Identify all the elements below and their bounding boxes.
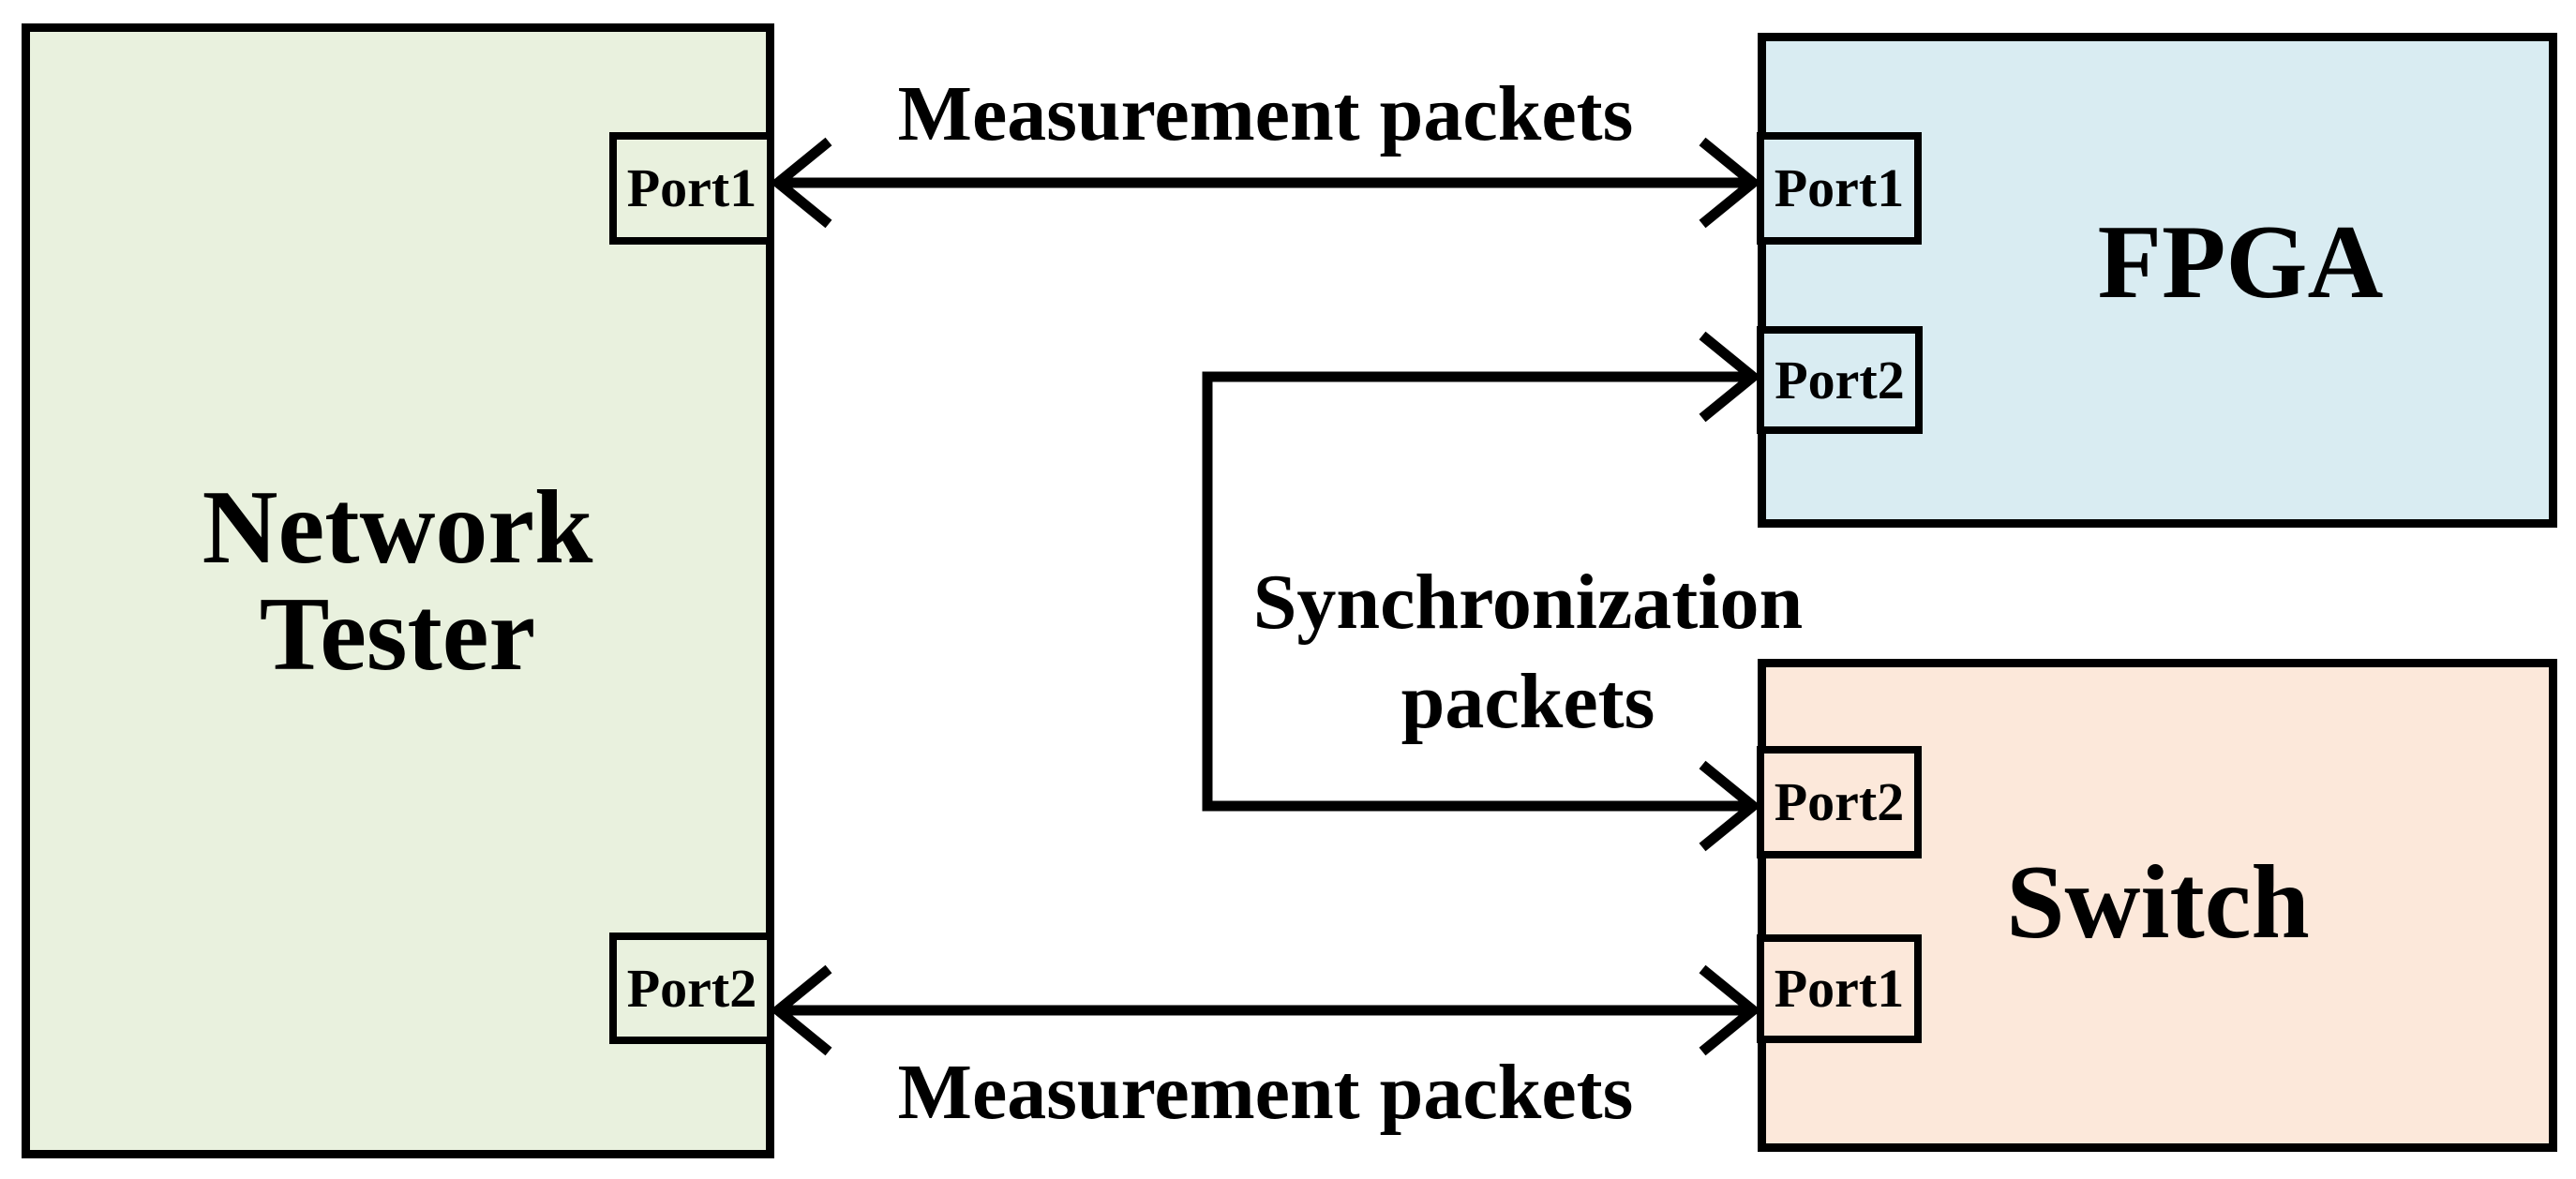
port-label: Port2: [626, 957, 757, 1019]
arrowhead-right-icon: [1699, 137, 1761, 229]
switch-port1: Port1: [1757, 934, 1922, 1043]
arrowhead-left-icon: [770, 137, 832, 229]
network-tester-port1: Port1: [609, 132, 774, 245]
top-measurement-label: Measurement packets: [897, 70, 1634, 157]
fpga-port1: Port1: [1757, 132, 1922, 245]
switch-label: Switch: [2006, 844, 2310, 961]
network-tester-port2: Port2: [609, 933, 774, 1044]
fpga-label: FPGA: [2097, 204, 2384, 321]
port-label: Port1: [626, 157, 757, 218]
fpga-port2: Port2: [1757, 326, 1923, 434]
arrowhead-right-icon: [1699, 331, 1761, 423]
arrowhead-right-icon: [1699, 964, 1761, 1056]
bottom-measurement-arrow: [770, 964, 1761, 1056]
arrowhead-right-icon: [1699, 760, 1761, 852]
port-label: Port2: [1774, 771, 1905, 832]
port-label: Port2: [1775, 349, 1905, 410]
fpga-box: [1758, 33, 2557, 528]
switch-port2: Port2: [1757, 746, 1922, 858]
switch-box: [1758, 659, 2557, 1152]
port-label: Port1: [1774, 958, 1905, 1019]
port-label: Port1: [1774, 157, 1905, 218]
synchronization-label: Synchronization packets: [1252, 559, 1804, 745]
arrowhead-left-icon: [770, 964, 832, 1056]
network-tester-label: Network Tester: [202, 470, 593, 693]
bottom-measurement-label: Measurement packets: [897, 1049, 1634, 1136]
